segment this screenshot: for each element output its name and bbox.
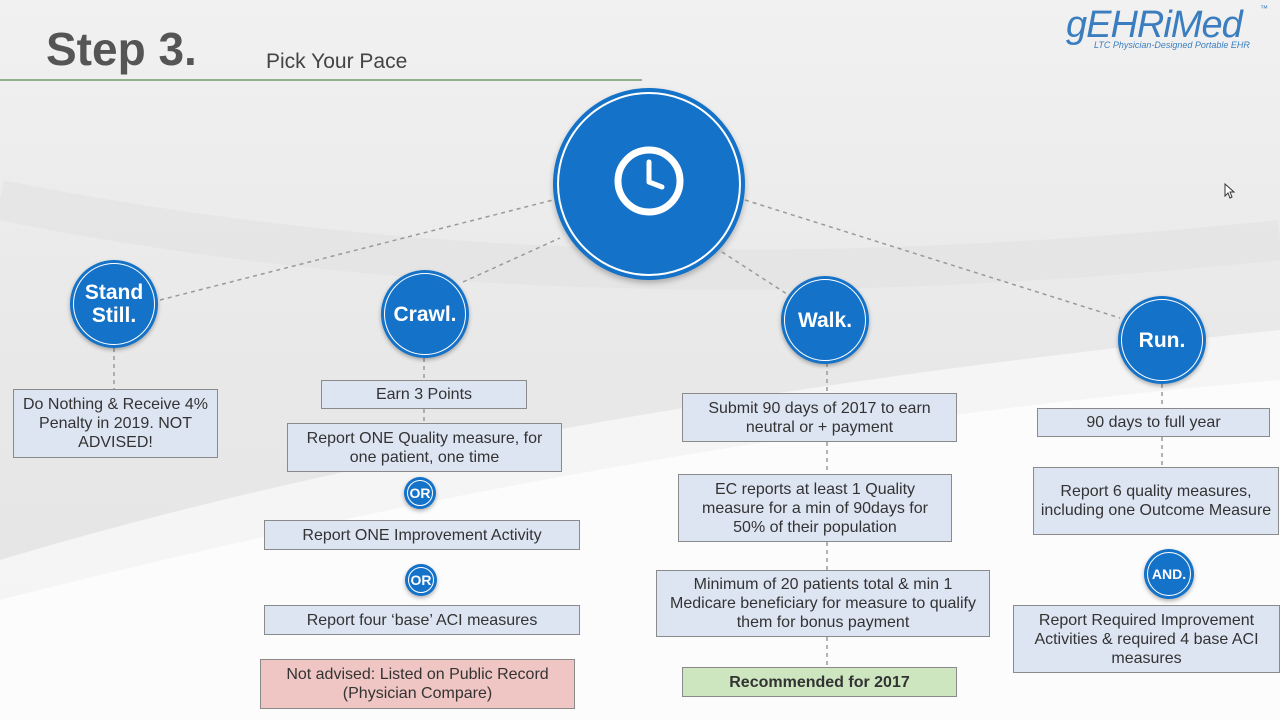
stand-still-box: Do Nothing & Receive 4% Penalty in 2019.… [13, 389, 218, 458]
clock-ring [557, 92, 741, 276]
logo-name: gEHRiMed [1066, 4, 1243, 46]
crawl-or-2: OR [405, 564, 437, 596]
line-run [744, 199, 1121, 319]
run-and: AND. [1144, 549, 1194, 599]
stand-still-node: Stand Still. [70, 260, 158, 348]
logo: gEHRiMed ™ LTC Physician-Designed Portab… [1066, 4, 1276, 54]
crawl-node: Crawl. [381, 270, 469, 358]
clock-node [553, 88, 745, 280]
page-title: Step 3. [46, 23, 197, 75]
crawl-label: Crawl. [393, 302, 457, 326]
line-walk [721, 251, 791, 297]
run-box-duration: 90 days to full year [1037, 408, 1270, 437]
run-label: Run. [1138, 328, 1186, 352]
walk-box-minimum: Minimum of 20 patients total & min 1 Med… [656, 570, 990, 637]
title-underline [0, 79, 642, 81]
crawl-box-improvement: Report ONE Improvement Activity [264, 520, 580, 550]
crawl-box-aci: Report four ‘base’ ACI measures [264, 605, 580, 635]
clock-icon [614, 146, 684, 216]
walk-label: Walk. [797, 308, 853, 332]
line-crawl [462, 237, 561, 283]
page-subtitle: Pick Your Pace [266, 50, 408, 73]
crawl-box-not-advised: Not advised: Listed on Public Record (Ph… [260, 659, 575, 709]
line-stand-still [159, 199, 554, 301]
walk-node: Walk. [781, 276, 869, 364]
run-box-improvement: Report Required Improvement Activities &… [1013, 605, 1280, 673]
run-box-quality: Report 6 quality measures, including one… [1033, 467, 1279, 535]
walk-box-ec-reports: EC reports at least 1 Quality measure fo… [678, 474, 952, 542]
walk-box-recommended: Recommended for 2017 [682, 667, 957, 697]
crawl-box-quality: Report ONE Quality measure, for one pati… [287, 423, 562, 472]
logo-trademark: ™ [1260, 4, 1268, 13]
crawl-or-1: OR [404, 477, 436, 509]
crawl-box-points: Earn 3 Points [321, 380, 527, 409]
run-node: Run. [1118, 296, 1206, 384]
walk-box-submit: Submit 90 days of 2017 to earn neutral o… [682, 393, 957, 442]
mouse-cursor-icon [1224, 183, 1236, 199]
logo-tagline: LTC Physician-Designed Portable EHR [1094, 40, 1250, 50]
stand-still-label: Stand Still. [84, 281, 144, 327]
